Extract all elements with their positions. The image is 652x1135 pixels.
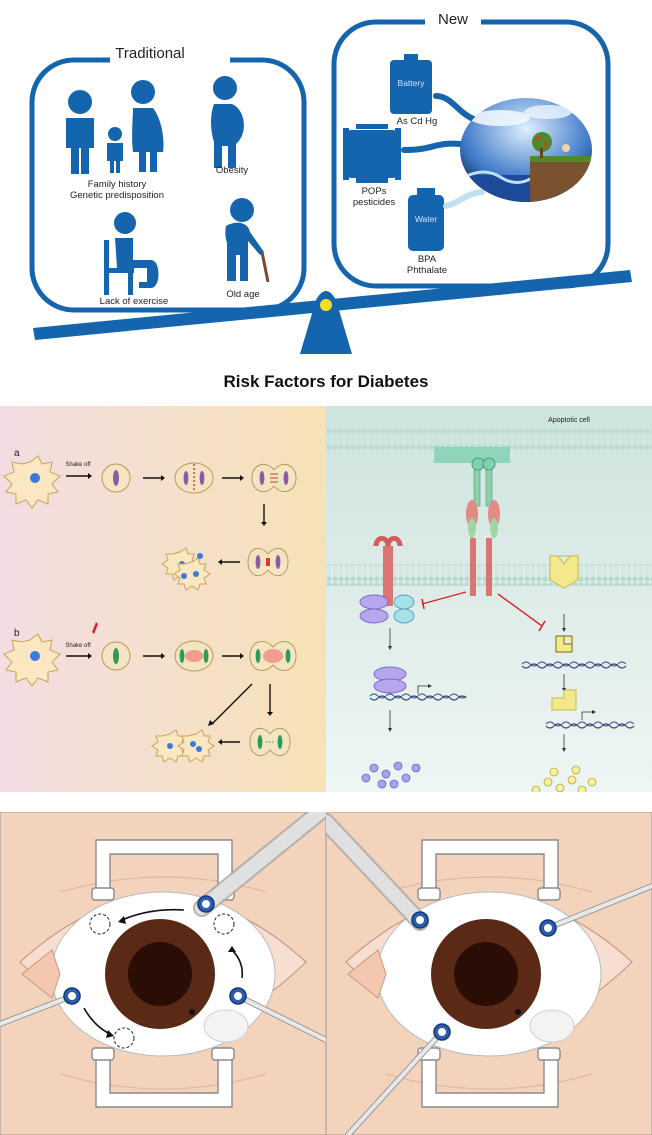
cell-division-diagram: a Shake off bbox=[0, 406, 326, 792]
apoptotic-cell-label: Apoptotic cell bbox=[548, 417, 590, 424]
secreted-molecules-left bbox=[361, 761, 421, 789]
light-reflection bbox=[203, 1009, 249, 1043]
telophase-cell-a bbox=[251, 463, 297, 493]
pops-label: POPs bbox=[362, 186, 387, 197]
shake-off-label-b: Shake off bbox=[65, 643, 91, 649]
inhibition-line-right bbox=[497, 593, 543, 627]
lens-mark bbox=[189, 1009, 195, 1015]
abnormal-anaphase-cell-b bbox=[174, 640, 214, 672]
row-b-label: b bbox=[14, 628, 20, 639]
polluted-environment-globe bbox=[460, 98, 592, 202]
lack-of-exercise-label: Lack of exercise bbox=[100, 296, 169, 307]
metaphase-cell-b bbox=[101, 641, 131, 671]
phthalate-label: Phthalate bbox=[407, 265, 447, 276]
surgical-instrument-upper bbox=[193, 812, 326, 917]
eye-surgery-right-svg bbox=[326, 812, 652, 1135]
risk-factors-svg: Traditional Family history Genetic predi… bbox=[29, 8, 632, 391]
pesticide-container-icon bbox=[343, 124, 401, 183]
port-site-2 bbox=[213, 913, 235, 935]
cytokinesis-cell-a bbox=[247, 547, 289, 577]
arrow-water-to-environment bbox=[443, 189, 485, 209]
arrested-cell-b bbox=[249, 727, 291, 757]
metaphase-cell-a bbox=[101, 463, 131, 493]
surgical-instrument-left bbox=[0, 987, 81, 1027]
walking-cane bbox=[260, 251, 270, 283]
risk-factors-diagram: Traditional Family history Genetic predi… bbox=[0, 0, 652, 405]
cell-division-svg: a Shake off bbox=[0, 406, 326, 792]
port-site-1 bbox=[89, 913, 111, 935]
surgical-instrument-lower bbox=[345, 1023, 451, 1135]
caruncle bbox=[347, 949, 387, 999]
seesaw-fulcrum bbox=[300, 291, 352, 354]
pesticides-label: pesticides bbox=[353, 197, 395, 208]
surgical-instrument-right bbox=[229, 987, 326, 1043]
family-history-label: Family history bbox=[88, 179, 147, 190]
water-bottle-icon: Water bbox=[408, 188, 444, 251]
rotation-arrow-right bbox=[231, 949, 244, 979]
eye-surgery-diagram-left bbox=[0, 812, 326, 1135]
family-icon bbox=[66, 80, 164, 174]
old-age-label: Old age bbox=[226, 289, 259, 300]
yellow-receptor bbox=[549, 555, 579, 589]
fulcrum-pivot bbox=[320, 299, 332, 311]
obesity-label: Obesity bbox=[216, 165, 248, 176]
ligand-patch bbox=[434, 447, 510, 463]
dna-right-upper bbox=[521, 661, 627, 667]
elderly-person-icon bbox=[225, 198, 264, 281]
apoptotic-cell-membrane bbox=[326, 428, 652, 450]
traditional-title: Traditional bbox=[115, 45, 184, 62]
pupil bbox=[128, 942, 192, 1006]
shake-off-label-a: Shake off bbox=[65, 462, 91, 468]
adherent-cell-a bbox=[3, 455, 61, 509]
sitting-person-icon bbox=[104, 212, 159, 295]
left-receptor bbox=[359, 536, 415, 624]
receptor-complex bbox=[466, 457, 500, 596]
surgical-instrument-right bbox=[539, 883, 652, 937]
arrow-pops-to-environment bbox=[401, 140, 463, 153]
dna-left bbox=[369, 693, 467, 699]
arrow-battery-to-environment bbox=[433, 93, 479, 123]
heavy-metals-label: As Cd Hg bbox=[397, 116, 438, 127]
arrow-b4 bbox=[211, 683, 253, 725]
bpa-label: BPA bbox=[418, 254, 437, 265]
battery-label: Battery bbox=[398, 78, 426, 88]
row-a-label: a bbox=[14, 448, 20, 459]
water-label: Water bbox=[415, 214, 438, 224]
light-reflection bbox=[529, 1009, 575, 1043]
surgical-instrument-upper bbox=[326, 813, 429, 931]
activated-factor-right bbox=[555, 635, 573, 653]
battery-icon: Battery bbox=[390, 54, 432, 114]
rotation-arrow-top bbox=[121, 908, 185, 921]
anaphase-cell-a bbox=[174, 462, 214, 494]
adherent-cell-b bbox=[3, 633, 61, 687]
eyelid-speculum bbox=[417, 839, 561, 1108]
abnormal-telophase-cell-b bbox=[249, 641, 297, 671]
pupil bbox=[454, 942, 518, 1006]
drug-pipette-icon bbox=[92, 622, 98, 634]
apoptotic-signaling-svg: Apoptotic cell bbox=[326, 406, 652, 792]
eye-surgery-diagram-right bbox=[326, 812, 652, 1135]
apoptotic-signaling-diagram: Apoptotic cell bbox=[326, 406, 652, 792]
port-site-3 bbox=[113, 1027, 135, 1049]
eye-surgery-left-svg bbox=[0, 812, 326, 1135]
lens-mark bbox=[515, 1009, 521, 1015]
daughter-cells-a bbox=[161, 547, 211, 591]
daughter-cells-b bbox=[151, 729, 215, 763]
genetic-predisposition-label: Genetic predisposition bbox=[70, 190, 164, 201]
caruncle bbox=[21, 949, 61, 999]
inhibition-line-left bbox=[421, 591, 467, 605]
dna-right-lower bbox=[545, 721, 635, 727]
nuclear-factor-right bbox=[551, 689, 577, 711]
obesity-icon bbox=[211, 76, 244, 168]
new-title: New bbox=[438, 11, 468, 28]
diagram-caption: Risk Factors for Diabetes bbox=[223, 372, 428, 391]
secreted-molecules-right bbox=[531, 765, 597, 792]
